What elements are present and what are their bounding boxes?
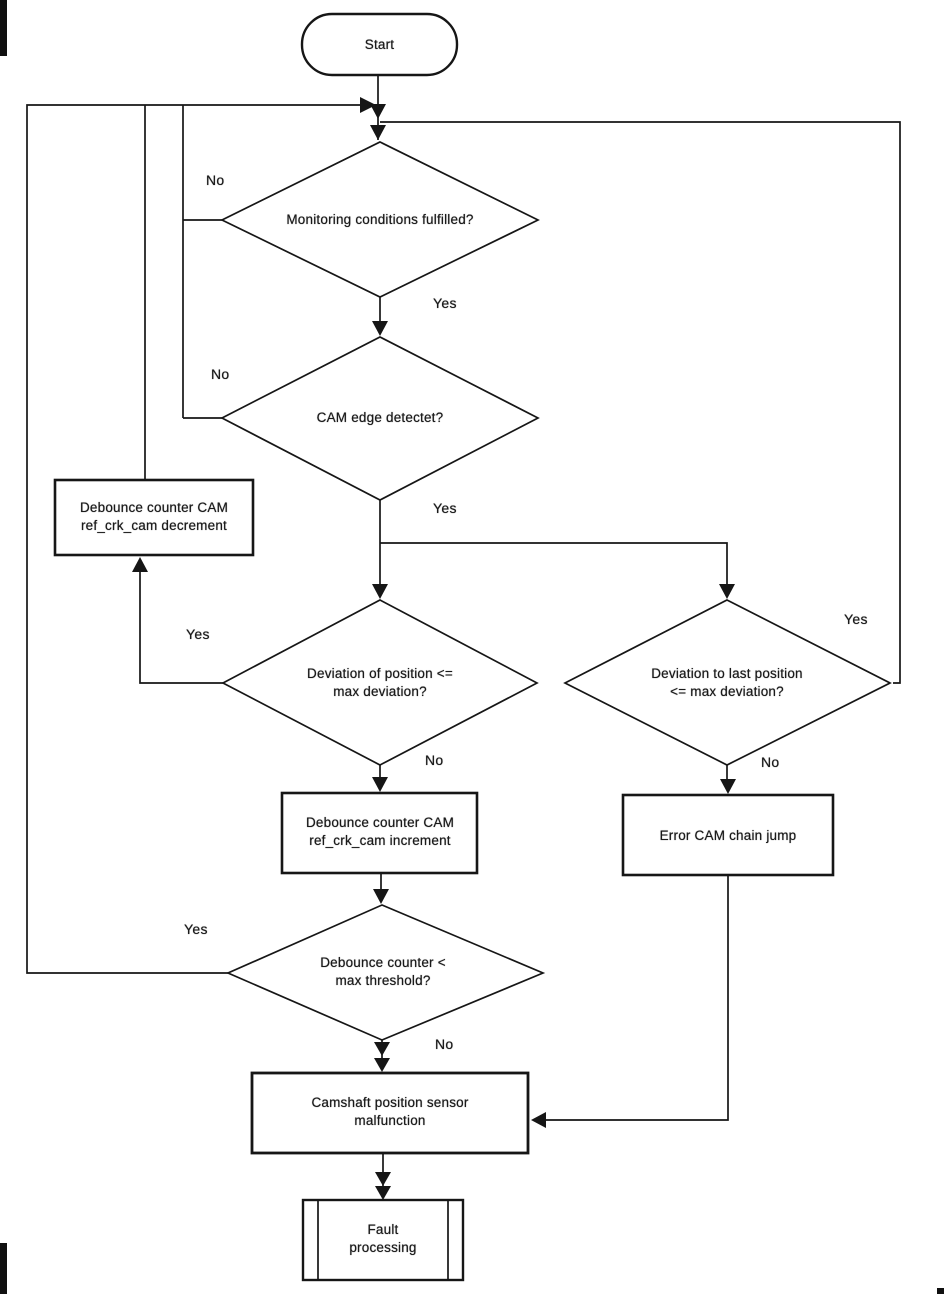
increment-line1: Debounce counter CAM: [305, 815, 455, 830]
decrement-line1: Debounce counter CAM: [79, 500, 229, 515]
threshold-line2: max threshold?: [335, 973, 431, 988]
arrow-into-fault-lower-icon: [375, 1186, 391, 1200]
arrow-into-fault-upper-icon: [375, 1172, 391, 1186]
deviation-position-decision-shape: [221, 599, 539, 766]
increment-line2: ref_crk_cam increment: [309, 833, 451, 848]
monitoring-decision-label: Monitoring conditions fulfilled?: [286, 212, 474, 227]
monitoring-yes-label: Yes: [433, 295, 457, 311]
malfunction-line2: malfunction: [354, 1113, 426, 1128]
malfunction-line1: Camshaft position sensor: [311, 1095, 469, 1110]
arrow-into-malfunction-side-icon: [531, 1112, 546, 1128]
arrow-into-monitoring-icon: [370, 125, 386, 140]
edge-deviation-position-yes: [139, 562, 223, 684]
fault-predefined-process-sidebars: [317, 1200, 449, 1280]
threshold-yes-label: Yes: [184, 921, 208, 937]
deviation-last-decision-label: Deviation to last position <= max deviat…: [592, 665, 862, 701]
deviation-last-no-label: No: [761, 754, 780, 770]
cam-edge-yes-label: Yes: [433, 500, 457, 516]
deviation-position-no-label: No: [425, 752, 444, 768]
edge-threshold-yes-return: [26, 104, 361, 974]
cam-edge-decision-label: CAM edge detectet?: [316, 410, 444, 425]
monitoring-decision-shape: [220, 141, 540, 298]
arrow-merge-down-icon: [370, 104, 386, 119]
fault-line2: processing: [349, 1240, 417, 1255]
cam-edge-decision-shape: [220, 336, 540, 501]
increment-process-label: Debounce counter CAM ref_crk_cam increme…: [284, 814, 476, 850]
fault-process-label: Fault processing: [318, 1221, 448, 1257]
decrement-process-label: Debounce counter CAM ref_crk_cam decreme…: [57, 499, 251, 535]
deviation-position-line1: Deviation of position <=: [307, 666, 453, 681]
scan-artifact: [937, 1288, 944, 1294]
start-node-label: Start: [364, 37, 395, 52]
arrow-into-increment-icon: [372, 777, 388, 792]
scan-artifact: [0, 1243, 7, 1294]
arrowheads: [132, 97, 736, 1200]
arrow-into-malfunction-upper-icon: [374, 1042, 390, 1056]
deviation-position-line2: max deviation?: [333, 684, 427, 699]
arrow-merge-right-icon: [360, 97, 376, 113]
increment-process-shape: [280, 791, 479, 875]
deviation-position-yes-label: Yes: [186, 626, 210, 642]
malfunction-process-label: Camshaft position sensor malfunction: [262, 1094, 518, 1130]
fault-predefined-process-shape: [301, 1198, 465, 1282]
malfunction-process-shape: [250, 1071, 530, 1155]
arrow-into-deviation-position-icon: [372, 584, 388, 599]
arrow-into-error-icon: [720, 779, 736, 794]
start-terminator-shape: [300, 12, 459, 77]
threshold-decision-shape: [225, 904, 546, 1041]
deviation-last-yes-label: Yes: [844, 611, 868, 627]
arrow-into-deviation-last-icon: [719, 584, 735, 599]
deviation-last-line2: <= max deviation?: [670, 684, 784, 699]
deviation-position-decision-label: Deviation of position <= max deviation?: [252, 665, 508, 701]
edge-deviation-last-yes-return: [380, 121, 901, 684]
edge-branch-to-last-position: [380, 542, 728, 595]
threshold-decision-label: Debounce counter < max threshold?: [262, 954, 504, 990]
decrement-process-shape: [53, 478, 255, 557]
arrow-into-malfunction-lower-icon: [374, 1058, 390, 1072]
edge-error-to-malfunction: [537, 875, 729, 1121]
threshold-line1: Debounce counter <: [320, 955, 446, 970]
error-process-label: Error CAM chain jump: [659, 828, 797, 843]
threshold-no-label: No: [435, 1036, 454, 1052]
arrow-into-threshold-icon: [373, 889, 389, 904]
fault-line1: Fault: [367, 1222, 399, 1237]
deviation-last-line1: Deviation to last position: [651, 666, 803, 681]
decrement-line2: ref_crk_cam decrement: [80, 518, 227, 533]
deviation-last-decision-shape: [563, 599, 892, 766]
arrow-into-cam-edge-icon: [372, 321, 388, 336]
arrow-into-decrement-icon: [132, 557, 148, 572]
monitoring-no-label: No: [206, 172, 225, 188]
scan-artifact: [0, 0, 7, 56]
cam-edge-no-label: No: [211, 366, 230, 382]
error-process-shape: [621, 793, 835, 877]
